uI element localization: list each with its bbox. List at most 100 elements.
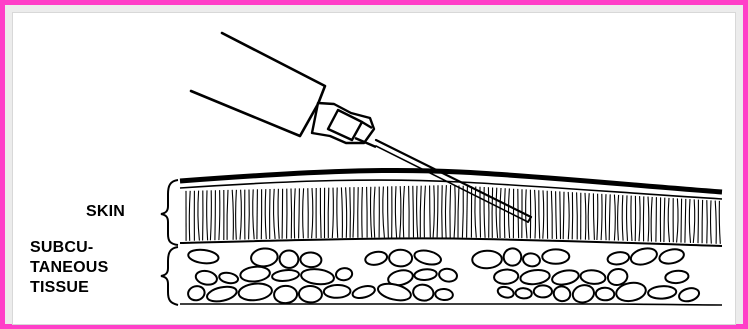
skin-striation bbox=[332, 188, 333, 238]
fat-cell bbox=[413, 248, 442, 267]
skin-striation bbox=[294, 188, 295, 238]
skin-striation bbox=[631, 196, 632, 241]
skin-striation bbox=[337, 188, 338, 238]
skin-striation bbox=[257, 189, 258, 239]
skin-bottom-line bbox=[180, 238, 722, 246]
skin-striation bbox=[651, 197, 652, 242]
fat-cell bbox=[376, 281, 412, 303]
skin-striation bbox=[328, 188, 329, 238]
skin-striation bbox=[424, 186, 425, 238]
fat-cell bbox=[551, 268, 580, 287]
skin-striation bbox=[560, 191, 561, 239]
skin-striation bbox=[681, 199, 682, 243]
fat-cell bbox=[520, 268, 551, 285]
fat-cell bbox=[658, 247, 685, 266]
skin-striation bbox=[500, 188, 501, 238]
skin-striation bbox=[605, 194, 606, 240]
fat-cell bbox=[414, 268, 437, 281]
skin-bracket bbox=[161, 180, 178, 245]
skin-striation bbox=[430, 186, 431, 238]
skin-striation bbox=[677, 198, 678, 242]
fat-cell bbox=[522, 252, 541, 267]
fat-cell bbox=[299, 286, 323, 303]
skin-striation bbox=[454, 185, 455, 237]
skin-striation bbox=[249, 190, 250, 240]
skin-striation bbox=[568, 192, 569, 239]
skin-striation bbox=[278, 189, 279, 239]
skin-striation bbox=[593, 193, 594, 240]
fat-cell bbox=[494, 269, 519, 285]
skin-striation bbox=[539, 190, 540, 238]
skin-striation bbox=[420, 186, 421, 238]
skin-striation bbox=[282, 189, 283, 239]
skin-striation bbox=[215, 190, 216, 240]
skin-striation bbox=[609, 194, 610, 240]
skin-striation bbox=[299, 188, 300, 238]
skin-striation bbox=[622, 195, 623, 241]
skin-striation bbox=[236, 190, 237, 240]
subcutaneous-label-line-1: SUBCU- bbox=[30, 238, 108, 258]
skin-striation bbox=[320, 188, 321, 238]
skin-striation bbox=[480, 187, 481, 238]
fat-cell bbox=[503, 247, 523, 266]
fat-cell bbox=[648, 285, 677, 299]
skin-striation bbox=[367, 187, 368, 238]
skin-striation bbox=[383, 187, 385, 238]
skin-striation bbox=[551, 191, 552, 239]
skin-striation bbox=[227, 190, 228, 240]
skin-striation bbox=[715, 201, 716, 244]
fat-cell bbox=[534, 285, 552, 297]
skin-striation bbox=[492, 188, 493, 238]
fat-cell bbox=[300, 252, 322, 268]
fat-cell bbox=[515, 288, 532, 299]
fat-cell bbox=[351, 284, 376, 300]
fat-cell bbox=[195, 269, 219, 286]
subcutaneous-fat-cells bbox=[187, 246, 701, 305]
skin-striation bbox=[395, 186, 396, 237]
skin-striation bbox=[689, 199, 690, 243]
skin-striation bbox=[409, 186, 410, 238]
tissue-bottom-line bbox=[180, 303, 722, 305]
skin-striation bbox=[437, 185, 438, 237]
skin-label: SKIN bbox=[86, 202, 125, 222]
skin-striation bbox=[433, 185, 434, 237]
skin-striation bbox=[601, 194, 602, 240]
fat-cell bbox=[279, 250, 300, 269]
skin-striation bbox=[462, 186, 463, 238]
fat-cell bbox=[238, 282, 273, 302]
skin-striation bbox=[668, 198, 669, 242]
skin-striation bbox=[198, 191, 199, 241]
skin-striation bbox=[303, 188, 304, 238]
skin-striation bbox=[656, 197, 657, 242]
skin-striation bbox=[588, 193, 589, 240]
skin-striation bbox=[417, 186, 418, 238]
skin-striation bbox=[614, 195, 615, 241]
fat-cell bbox=[274, 285, 298, 303]
skin-striation bbox=[350, 187, 351, 238]
skin-striation bbox=[346, 187, 347, 238]
skin-striation bbox=[291, 189, 292, 239]
skin-striation bbox=[475, 187, 476, 238]
skin-striation bbox=[353, 187, 354, 238]
skin-striation bbox=[458, 186, 459, 238]
fat-cell bbox=[596, 287, 615, 300]
skin-striation bbox=[702, 200, 703, 243]
subcutaneous-label-line-2: TANEOUS bbox=[30, 258, 108, 278]
skin-striation bbox=[467, 186, 468, 238]
skin-striation bbox=[543, 190, 544, 238]
fat-cell bbox=[206, 284, 238, 304]
fat-cell bbox=[542, 249, 569, 264]
skin-striation bbox=[341, 187, 342, 238]
fat-cell bbox=[435, 288, 453, 300]
fat-cell bbox=[552, 285, 572, 303]
fat-cell bbox=[188, 248, 220, 265]
fat-cell bbox=[438, 268, 458, 283]
skin-striation bbox=[585, 193, 586, 240]
skin-striation bbox=[450, 185, 451, 238]
skin-striation bbox=[597, 194, 598, 240]
skin-striation bbox=[488, 187, 489, 238]
skin-striation bbox=[219, 190, 220, 240]
skin-striation bbox=[664, 198, 665, 243]
skin-striation bbox=[693, 199, 694, 243]
